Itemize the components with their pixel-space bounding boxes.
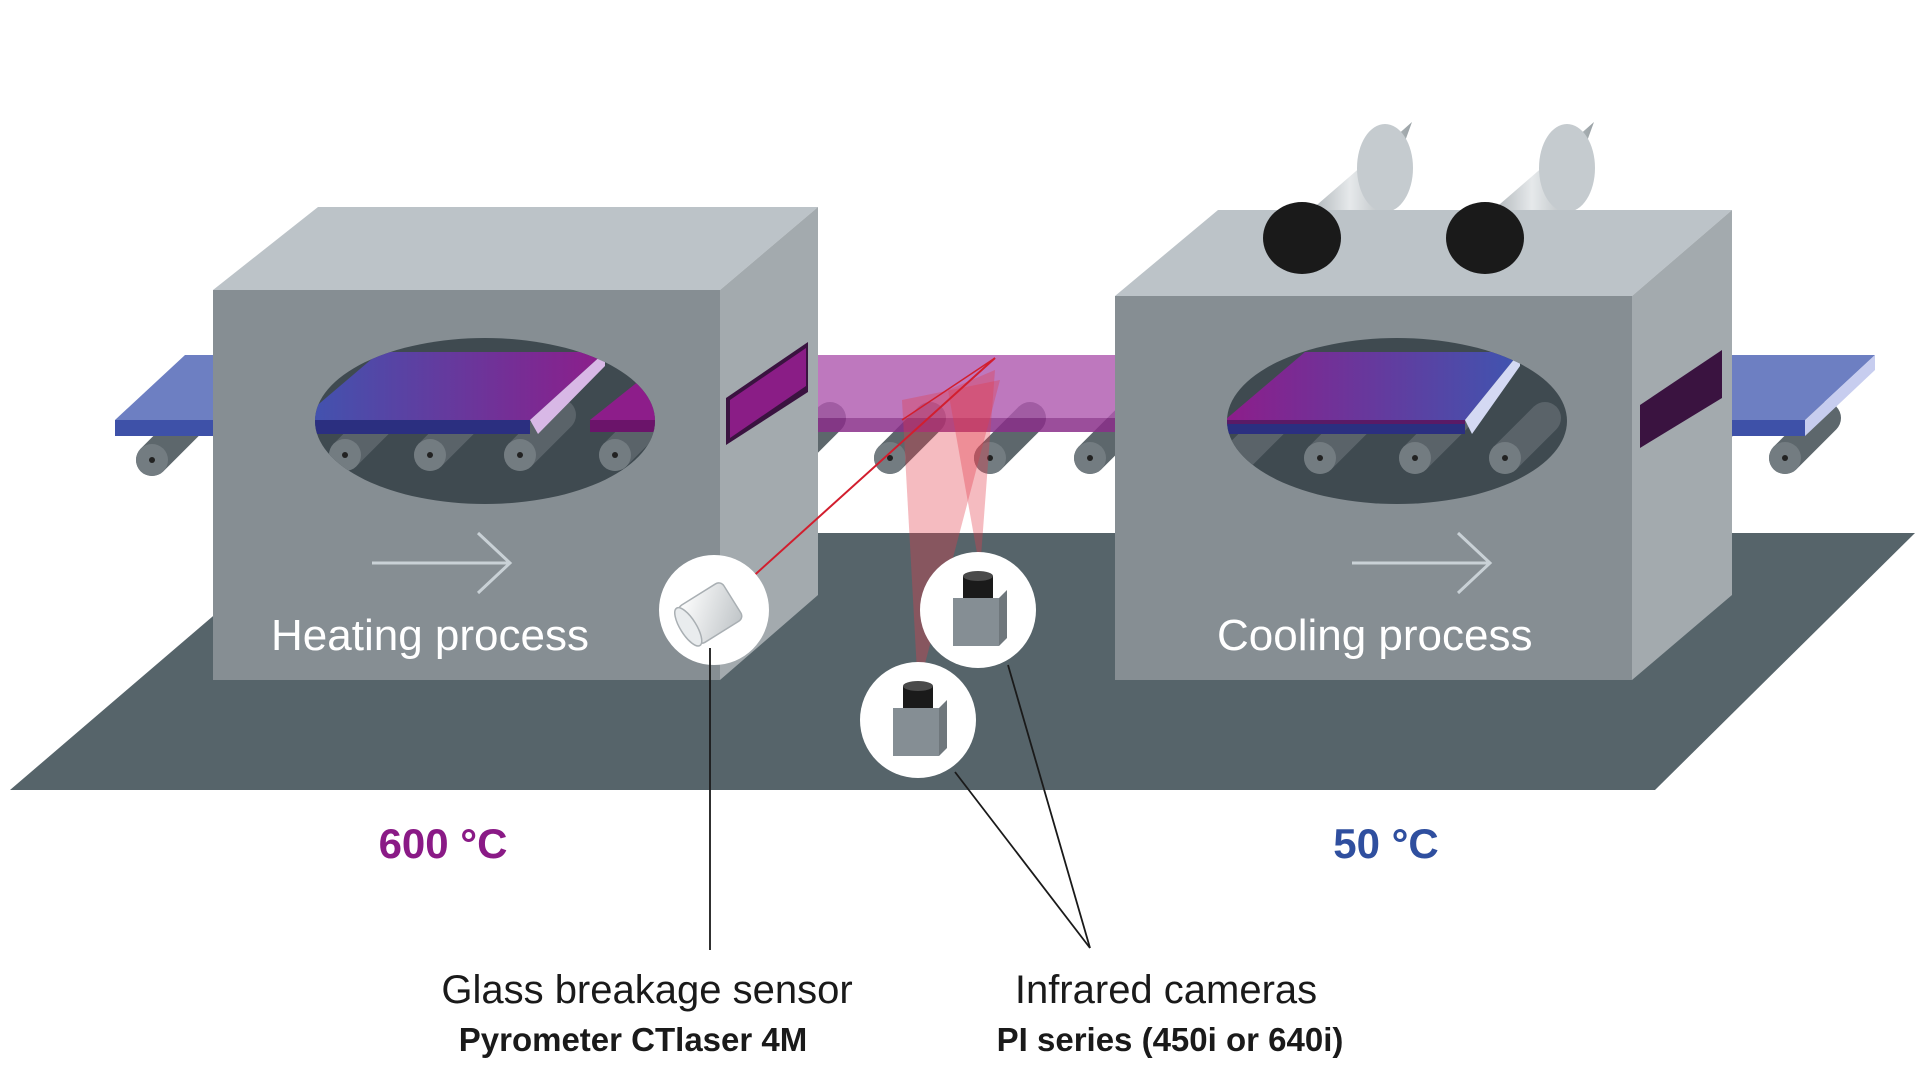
cooling-window xyxy=(1227,338,1567,504)
heating-furnace-top xyxy=(213,207,818,290)
cooling-direction-arrow xyxy=(1352,531,1493,595)
camera-leader-line-2 xyxy=(954,771,1091,949)
infrared-cameras-subtitle: PI series (450i or 640i) xyxy=(997,1021,1344,1058)
cooling-temperature: 50 °C xyxy=(1333,820,1439,867)
camera-icon-upper xyxy=(953,571,1007,646)
heating-process-label: Heating process xyxy=(271,611,589,660)
pyrometer-laser-beam xyxy=(737,357,996,591)
glass-sheet-hot xyxy=(740,355,1120,432)
cooling-process-label: Cooling process xyxy=(1217,611,1533,660)
leader-lines xyxy=(709,648,1091,950)
pyrometer-icon xyxy=(674,582,743,647)
breakage-sensor-title: Glass breakage sensor xyxy=(441,968,852,1012)
heating-furnace: Heating process xyxy=(213,207,818,680)
infrared-camera-upper xyxy=(920,552,1036,668)
heating-temperature: 600 °C xyxy=(379,820,508,867)
camera-2-field-of-view xyxy=(948,370,995,570)
duct-opening-1 xyxy=(1263,202,1341,274)
cooling-furnace-side xyxy=(1632,210,1732,680)
heating-furnace-side xyxy=(720,207,818,680)
pyrometer-sensor xyxy=(659,555,769,665)
heating-direction-arrow xyxy=(372,531,513,595)
duct-opening-2 xyxy=(1446,202,1524,274)
glass-sheet-entry xyxy=(115,355,230,436)
camera-leader-line-1 xyxy=(1007,664,1091,949)
infrared-cameras-title: Infrared cameras xyxy=(1015,968,1317,1012)
camera-icon-lower xyxy=(893,681,947,756)
cooling-furnace-top xyxy=(1115,210,1732,296)
breakage-sensor-subtitle: Pyrometer CTlaser 4M xyxy=(459,1021,807,1058)
heating-window xyxy=(315,338,655,504)
cooling-furnace: Cooling process xyxy=(1115,122,1732,680)
infrared-camera-lower xyxy=(860,662,976,778)
